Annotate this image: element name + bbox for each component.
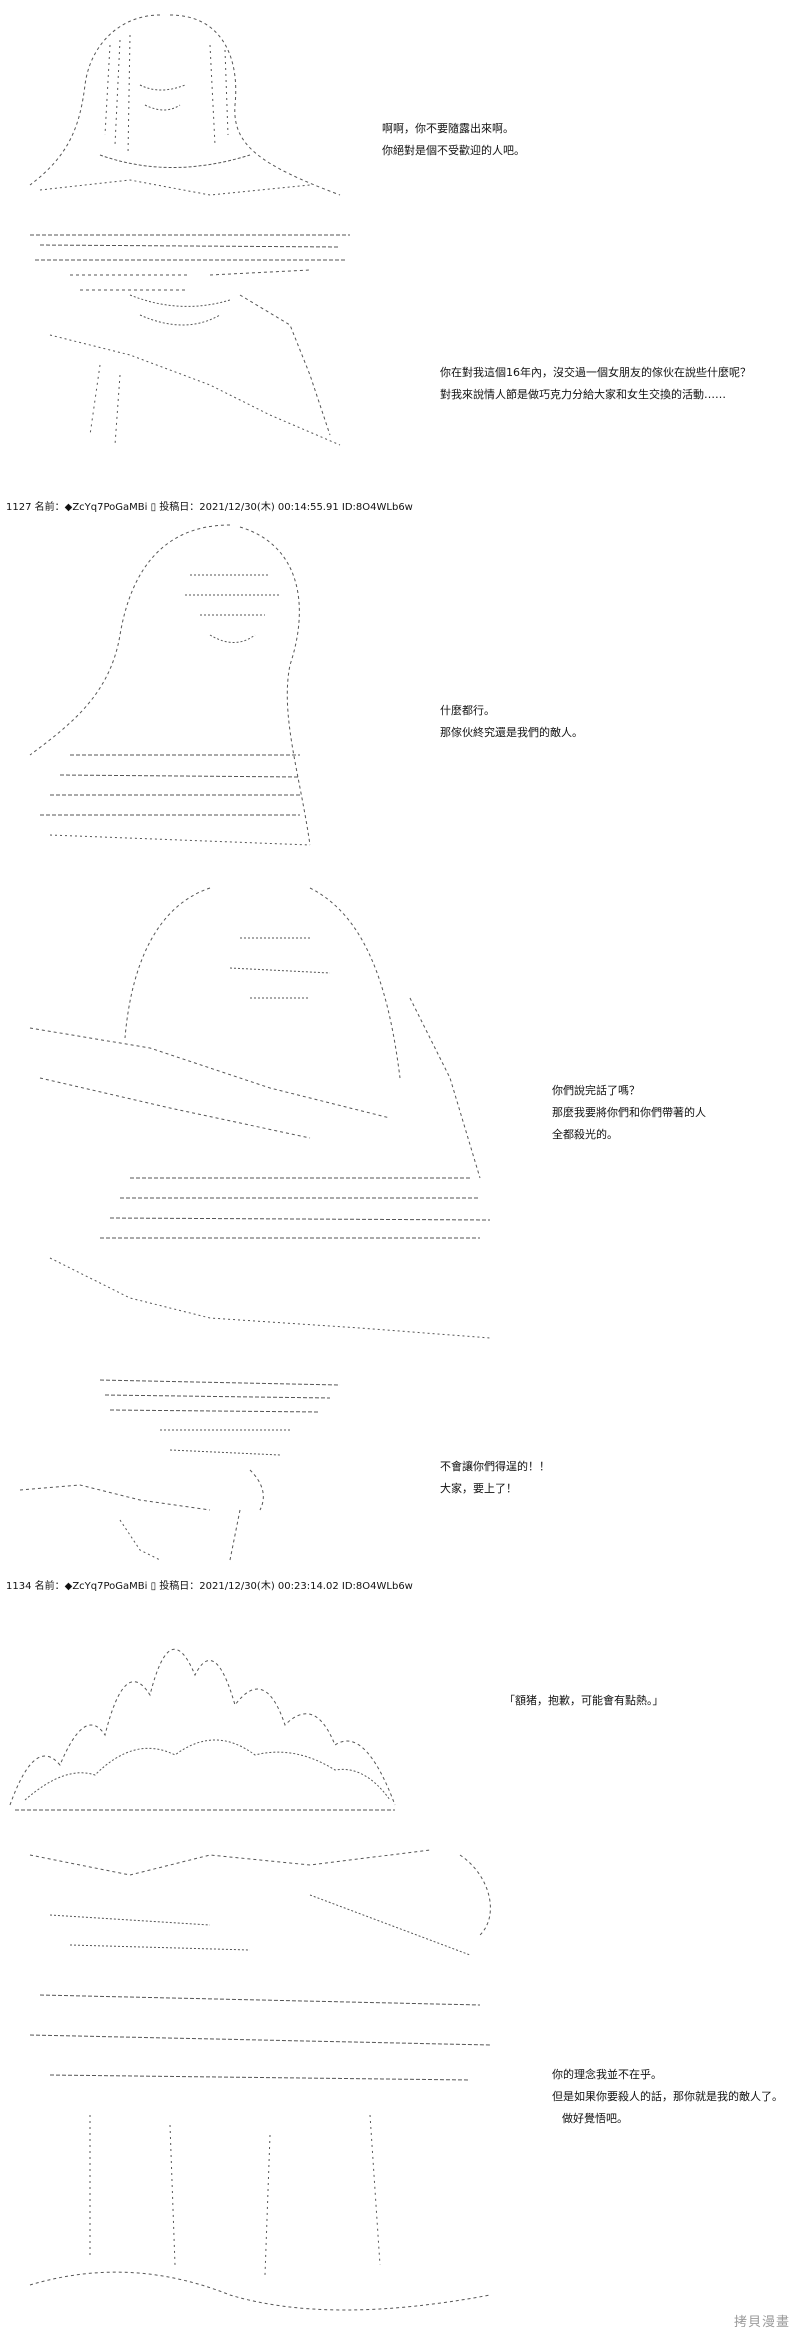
dialog-line: 那麼我要將你們和你們帶著的人 [552,1106,706,1119]
dialog-panel-6: 「額猪，抱歉，可能會有點熱。」 [504,1690,664,1712]
dialog-line: 大家，要上了！ [440,1482,517,1495]
dialog-panel-7: 你的理念我並不在乎。 但是如果你要殺人的話，那你就是我的敵人了。 做好覺悟吧。 [552,2064,783,2130]
dialog-line: 你的理念我並不在乎。 [552,2068,662,2081]
ascii-art-pointing-character [10,1370,370,1565]
dialog-line: 你們說完話了嗎？ [552,1084,640,1097]
ascii-art-character-closeup [10,215,380,455]
ascii-art-girl-portrait [10,5,370,205]
post-header-1134: 1134 名前：◆ZcYq7PoGaMBi ▯ 投稿日：2021/12/30(木… [6,1581,413,1592]
dialog-line: 做好覺悟吧。 [562,2112,628,2125]
dialog-line: 對我來說情人節是做巧克力分給大家和女生交換的活動…… [440,388,726,401]
dialog-panel-5: 不會讓你們得逞的！！ 大家，要上了！ [440,1456,550,1500]
dialog-line: 啊啊，你不要隨露出來啊。 [382,122,514,135]
dialog-line: 你在對我這個16年內，沒交過一個女朋友的傢伙在說些什麼呢？ [440,366,751,379]
dialog-line: 那傢伙終究還是我們的敵人。 [440,726,583,739]
dialog-line: 全都殺光的。 [552,1128,618,1141]
dialog-line: 但是如果你要殺人的話，那你就是我的敵人了。 [552,2090,783,2103]
dialog-line: 不會讓你們得逞的！！ [440,1460,550,1473]
post-header-1127: 1127 名前：◆ZcYq7PoGaMBi ▯ 投稿日：2021/12/30(木… [6,502,413,513]
dialog-line: 你絕對是個不受歡迎的人吧。 [382,144,525,157]
ascii-art-battle-scene [10,1835,510,2330]
ascii-art-girl-long-hair [10,515,330,860]
ascii-art-flames [5,1595,405,1815]
dialog-panel-2: 你在對我這個16年內，沒交過一個女朋友的傢伙在說些什麼呢？ 對我來說情人節是做巧… [440,362,751,406]
dialog-panel-1: 啊啊，你不要隨露出來啊。 你絕對是個不受歡迎的人吧。 [382,118,525,162]
dialog-line: 「額猪，抱歉，可能會有點熱。」 [504,1694,664,1707]
watermark-logo: 拷貝漫畫 [733,2315,790,2330]
ascii-art-hooded-figure [10,878,510,1348]
dialog-panel-4: 你們說完話了嗎？ 那麼我要將你們和你們帶著的人 全都殺光的。 [552,1080,706,1146]
dialog-line: 什麼都行。 [440,704,495,717]
dialog-panel-3: 什麼都行。 那傢伙終究還是我們的敵人。 [440,700,583,744]
